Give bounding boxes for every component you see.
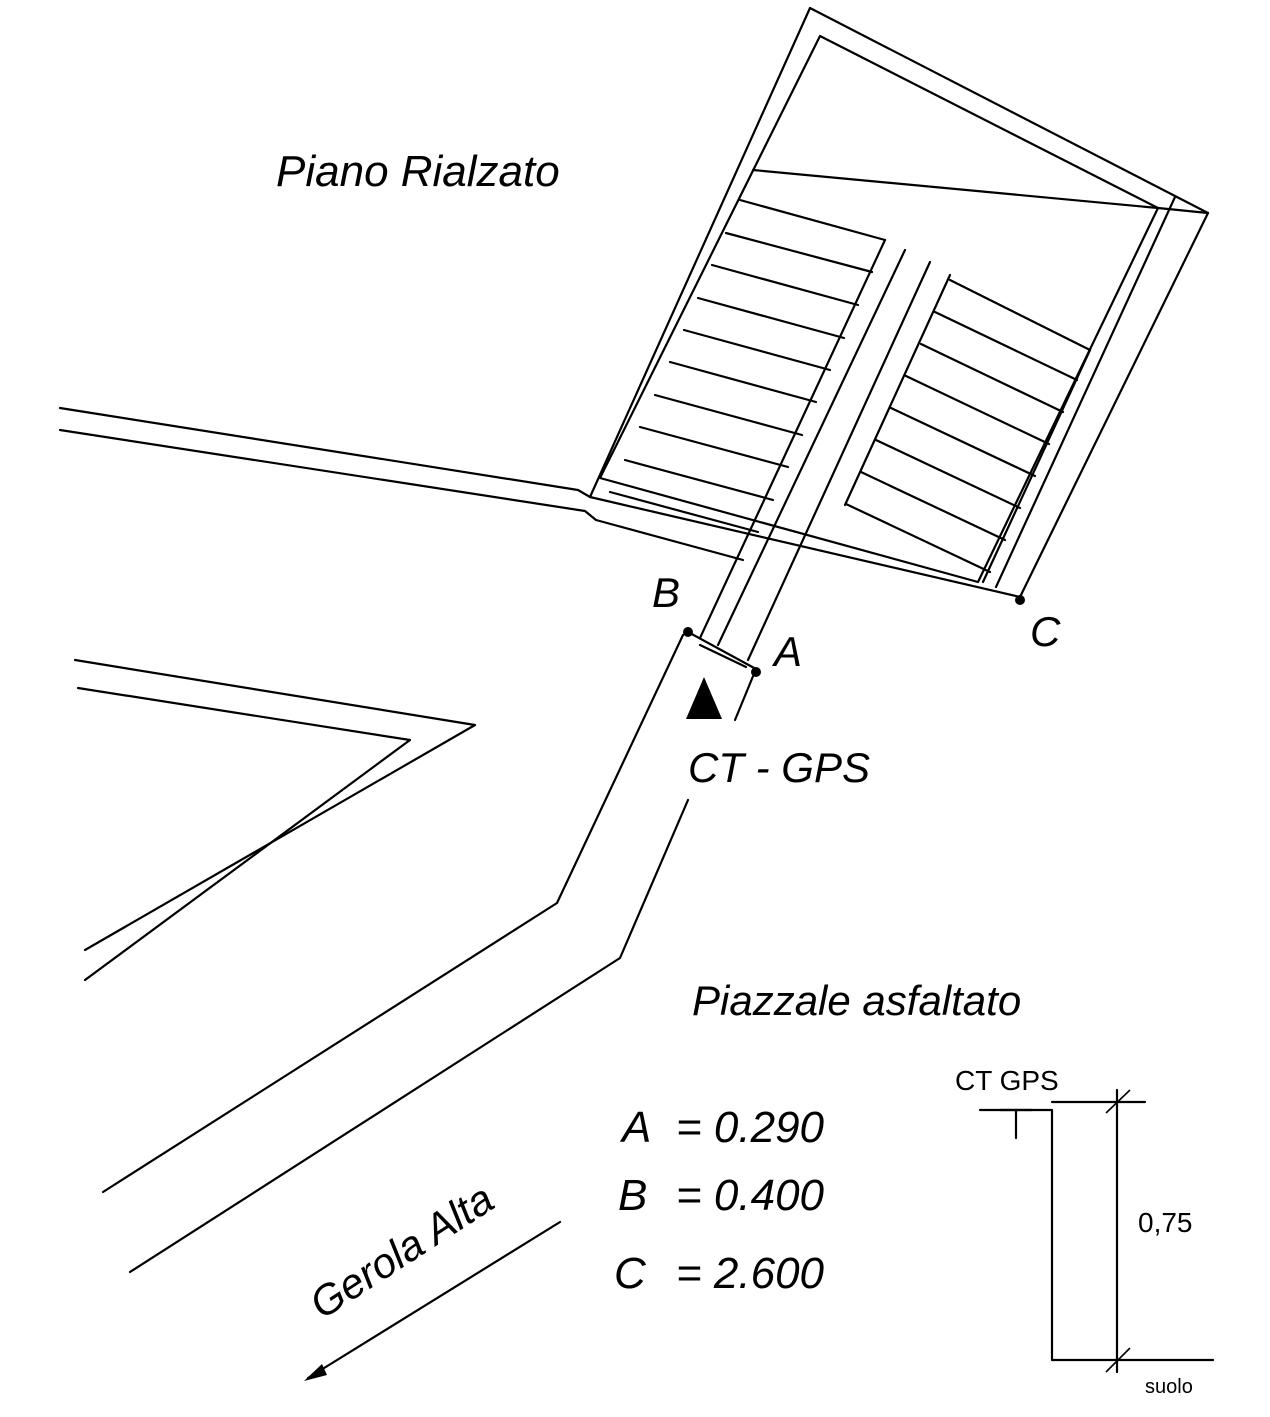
building-outline <box>588 6 1210 599</box>
left-walls <box>58 406 598 982</box>
section-title: CT GPS <box>955 1065 1059 1096</box>
section-height: 0,75 <box>1138 1207 1193 1238</box>
measure-a-value: = 0.290 <box>676 1103 825 1152</box>
measure-c-value: = 2.600 <box>676 1249 825 1298</box>
direction-label: Gerola Alta <box>301 1175 502 1328</box>
measure-b-value: = 0.400 <box>676 1171 825 1220</box>
arrow-down-left-icon <box>304 1220 562 1381</box>
station-label: CT - GPS <box>688 744 870 791</box>
access-path <box>101 630 758 1274</box>
point-a-label: A <box>771 628 802 675</box>
stair-spine <box>698 238 1092 662</box>
staircase <box>594 168 1160 574</box>
gps-station-triangle-icon <box>686 677 722 719</box>
section-detail <box>978 1088 1215 1374</box>
point-a-marker <box>751 667 761 677</box>
point-c-marker <box>1015 595 1025 605</box>
section-ground: suolo <box>1145 1376 1193 1398</box>
floor-label: Piano Rialzato <box>276 147 560 196</box>
point-c-label: C <box>1030 608 1061 655</box>
yard-label: Piazzale asfaltato <box>692 977 1021 1024</box>
measure-a-name: A <box>619 1103 651 1152</box>
measure-b-name: B <box>618 1171 647 1220</box>
point-b-label: B <box>652 569 680 616</box>
point-b-marker <box>683 627 693 637</box>
measure-c-name: C <box>614 1249 647 1298</box>
